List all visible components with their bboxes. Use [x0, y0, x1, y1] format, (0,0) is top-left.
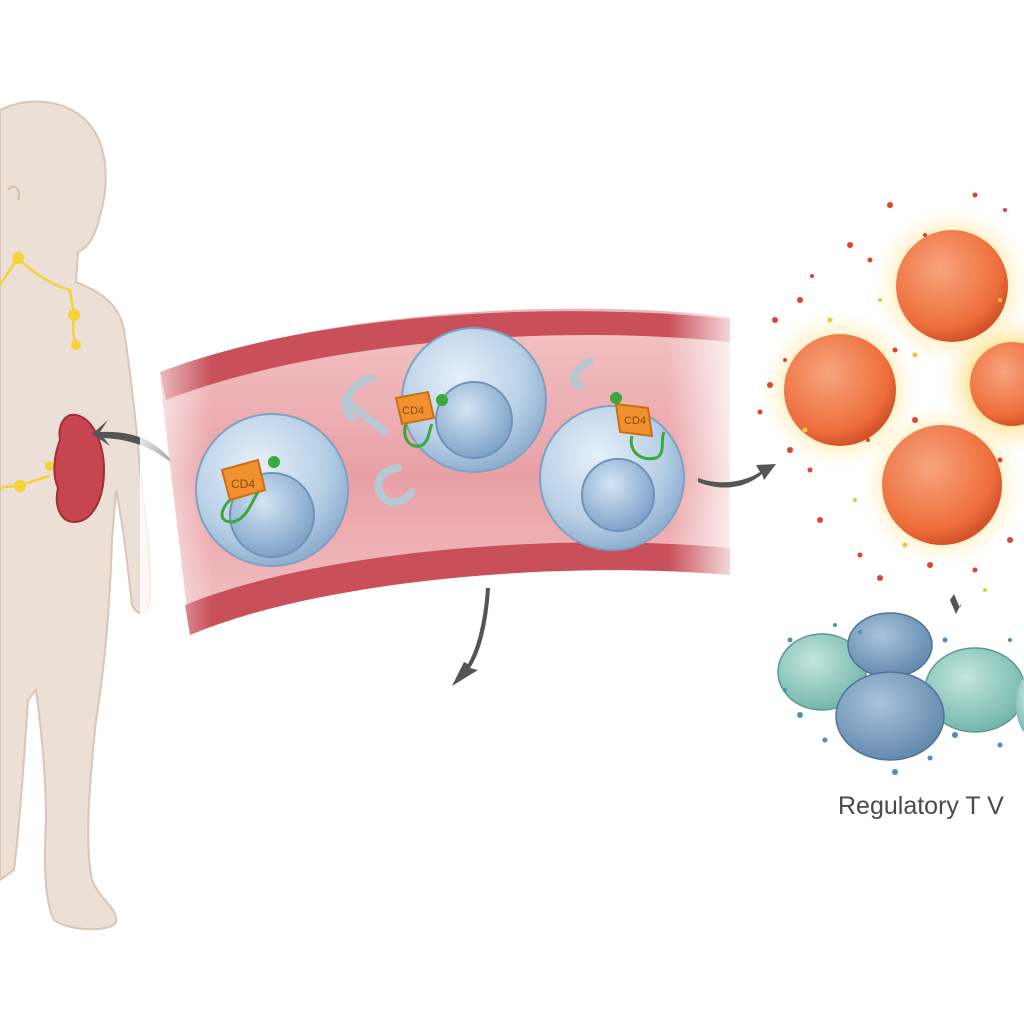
lymph-node-icon [71, 340, 81, 350]
lymph-node-icon [14, 480, 26, 492]
spleen-icon [53, 413, 106, 524]
cytokine-dots [757, 192, 1013, 581]
lymph-node-icon [68, 309, 80, 321]
t-cell-icon [195, 413, 349, 567]
arrow-icon [698, 464, 776, 488]
regulatory-cell-cluster [777, 612, 1024, 761]
cytokine-dots-yellow [802, 298, 1002, 592]
antibody-fragments [341, 358, 594, 506]
arrow-icon [92, 420, 178, 468]
arrow-icon [452, 588, 490, 686]
activated-cell-icon [784, 334, 896, 446]
cd4-receptor-icon: CD4 [610, 392, 666, 461]
cd4-receptor-icon: CD4 [220, 456, 280, 524]
lymph-node-network [0, 252, 81, 492]
activated-cell-icon [882, 425, 1002, 545]
svg-text:CD4: CD4 [624, 415, 646, 427]
regulatory-cell-icon [835, 671, 945, 761]
regulatory-dots [783, 623, 1012, 775]
cd4-receptor-icon: CD4 [394, 390, 448, 448]
receptor-label: CD4 [231, 477, 255, 491]
activated-cell-icon [896, 230, 1008, 342]
activated-cell-icon [970, 342, 1024, 426]
svg-text:CD4: CD4 [402, 405, 424, 417]
lymph-node-icon [45, 461, 55, 471]
t-cell-icon [539, 405, 685, 551]
arrow-icon [950, 594, 962, 614]
lymph-node-icon [12, 252, 24, 264]
figure-caption: Regulatory T V [838, 792, 1004, 820]
activated-cell-cluster [762, 208, 1024, 565]
regulatory-cell-icon [847, 612, 933, 678]
regulatory-cell-icon [1016, 677, 1024, 733]
